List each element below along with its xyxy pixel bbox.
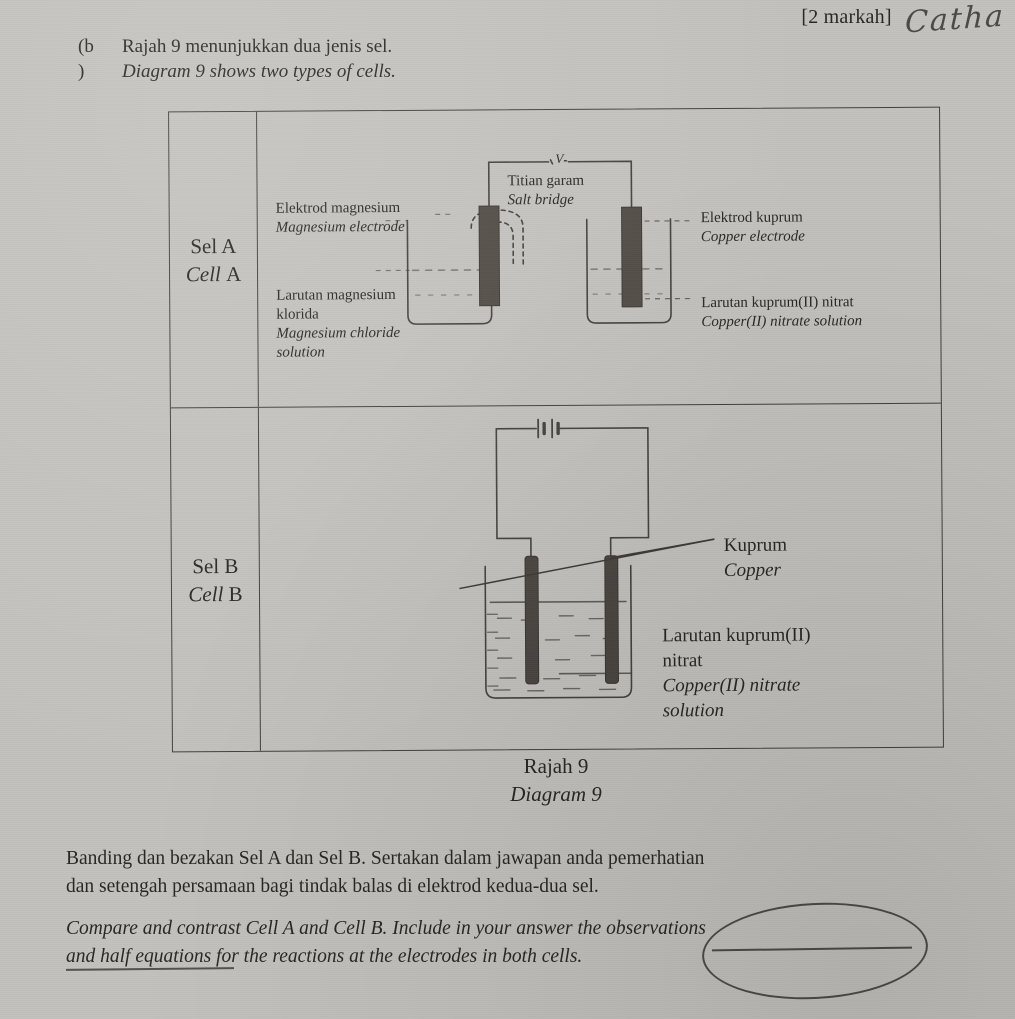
task-malay-line-1: Banding dan bezakan Sel A dan Sel B. Ser… — [66, 848, 705, 869]
marks-label: [2 markah] — [801, 6, 892, 28]
cell-a-apparatus-drawing — [375, 159, 695, 325]
cell-a-body: Elektrod magnesium Magnesium electrode L… — [257, 108, 941, 407]
beaker-left — [406, 219, 493, 325]
cell-b-name-english: Cell B — [188, 581, 243, 606]
leader-line-copper-upper — [610, 538, 715, 559]
wire-right-branch — [567, 427, 650, 557]
cell-b-name-malay: Sel B — [192, 553, 239, 578]
cell-a-name-english: Cell A — [185, 261, 242, 286]
wire-left-branch — [495, 428, 532, 558]
beaker-right — [585, 218, 672, 324]
table-row-cell-b: Sel B Cell B Kuprum Copper Larutan kupru… — [170, 404, 943, 752]
question-stem-malay: Rajah 9 menunjukkan dua jenis sel. — [122, 36, 393, 57]
task-english-line-2: and half equations for the reactions at … — [66, 946, 583, 967]
voltmeter-tick-left — [549, 159, 554, 165]
task-malay: Banding dan bezakan Sel A dan Sel B. Ser… — [66, 845, 956, 901]
wire-right — [567, 160, 633, 209]
solution-level-cell-b — [489, 600, 627, 604]
question-stem-english: Diagram 9 shows two types of cells. — [122, 61, 396, 82]
table-row-cell-a: Sel A Cell A Elektrod magnesium Magnesiu… — [169, 107, 941, 409]
diagram-caption: Rajah 9 Diagram 9 — [170, 752, 942, 808]
question-number: (b ) — [78, 34, 118, 84]
copper-electrode-right — [604, 555, 619, 684]
magnesium-electrode — [478, 205, 501, 307]
diagram-9-table: Sel A Cell A Elektrod magnesium Magnesiu… — [168, 106, 944, 753]
cell-a-name-malay: Sel A — [190, 233, 237, 258]
question-number-close: ) — [78, 61, 85, 82]
caption-malay: Rajah 9 — [523, 754, 589, 778]
caption-english: Diagram 9 — [510, 782, 602, 806]
handwritten-circle-observations — [699, 897, 931, 1005]
task-malay-line-2: dan setengah persamaan bagi tindak balas… — [66, 876, 599, 897]
copper-electrode-left — [524, 555, 540, 685]
copper-electrode — [621, 206, 643, 308]
question-number-open: (b — [78, 36, 94, 57]
task-english-line-1: Compare and contrast Cell A and Cell B. … — [66, 918, 706, 939]
cell-a-name: Sel A Cell A — [169, 111, 259, 408]
task-english: Compare and contrast Cell A and Cell B. … — [66, 915, 956, 971]
wire-left — [487, 161, 550, 207]
question-task: Banding dan bezakan Sel A dan Sel B. Ser… — [65, 845, 956, 1005]
question-stem: Rajah 9 menunjukkan dua jenis sel. Diagr… — [122, 34, 396, 84]
cell-b-apparatus-drawing — [459, 418, 715, 699]
cell-b-name: Sel B Cell B — [170, 407, 261, 752]
marks-line: [2 markah] Catha — [0, 0, 1015, 41]
handwritten-annotation: Catha — [904, 0, 1006, 41]
cell-b-body: Kuprum Copper Larutan kuprum(II) nitrat … — [259, 404, 943, 751]
beaker-cell-b — [484, 564, 633, 699]
